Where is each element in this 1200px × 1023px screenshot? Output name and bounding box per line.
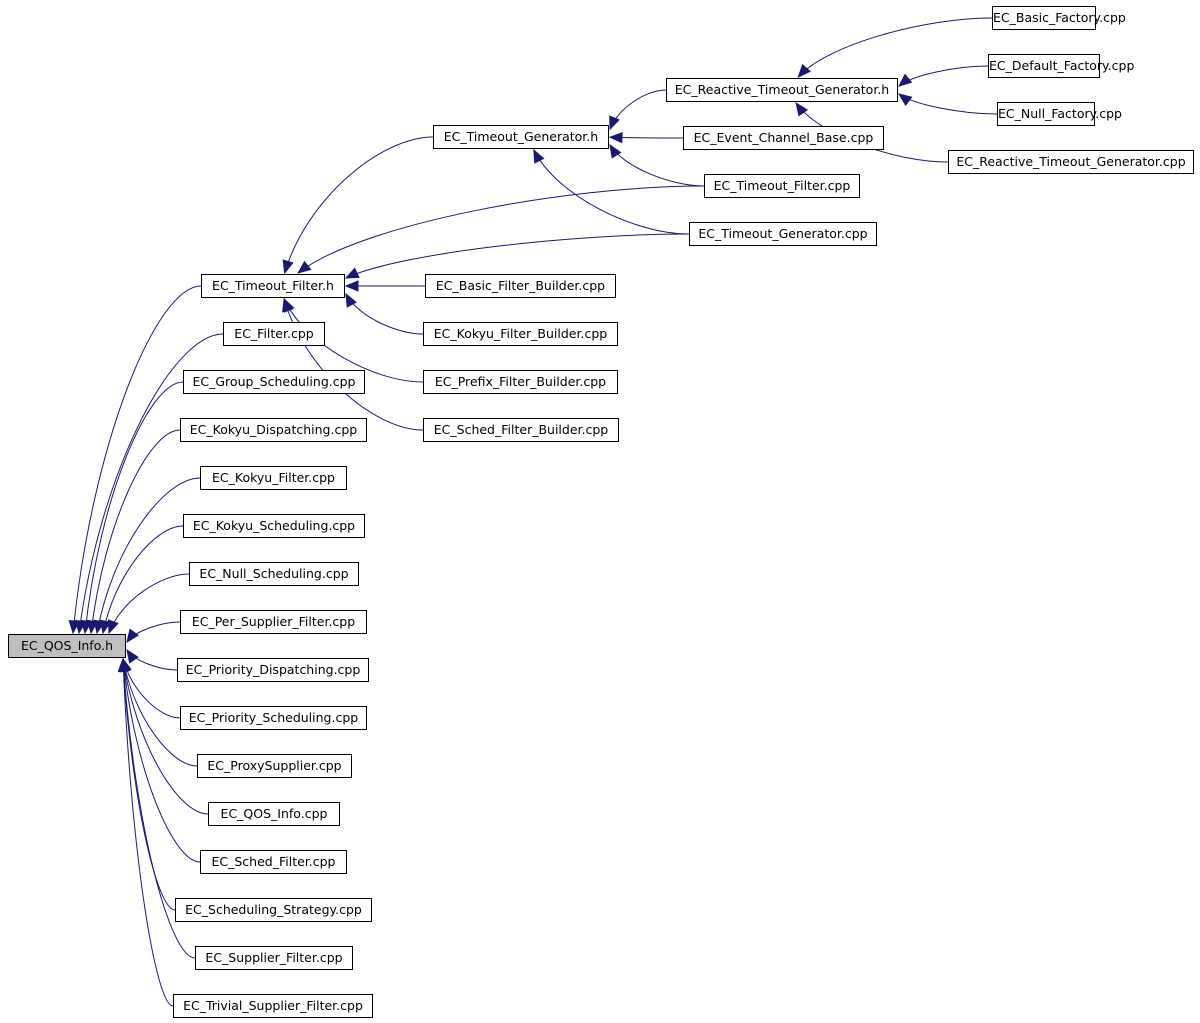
node-supp-filter[interactable]: EC_Supplier_Filter.cpp: [195, 946, 353, 970]
node-sched-strat[interactable]: EC_Scheduling_Strategy.cpp: [175, 898, 372, 922]
edge-kokyu_fb-to-tf_h: [345, 293, 424, 335]
node-prio-disp[interactable]: EC_Priority_Dispatching.cpp: [177, 658, 369, 682]
edge-trivial-to-qos_h: [122, 658, 174, 1007]
node-basic-fb[interactable]: EC_Basic_Filter_Builder.cpp: [425, 274, 616, 298]
arrowhead-icon: [897, 73, 913, 87]
arrowhead-icon: [99, 619, 112, 635]
edge-sched_filter-to-qos_h: [122, 658, 201, 863]
arrowhead-icon: [344, 267, 360, 279]
edge-kokyu_sched-to-qos_h: [102, 525, 184, 634]
node-sched-fb[interactable]: EC_Sched_Filter_Builder.cpp: [423, 418, 619, 442]
edge-tg_h-to-tf_h: [284, 136, 434, 274]
edge-group_sched-to-qos_h: [84, 381, 184, 634]
edge-kokyu_disp-to-qos_h: [90, 429, 181, 634]
edge-basic_fact-to-rtg_h: [797, 17, 993, 78]
node-rtg-h[interactable]: EC_Reactive_Timeout_Generator.h: [666, 78, 898, 102]
node-kokyu-fb[interactable]: EC_Kokyu_Filter_Builder.cpp: [423, 322, 618, 346]
edge-per_supp-to-qos_h: [126, 621, 181, 643]
node-per-supp[interactable]: EC_Per_Supplier_Filter.cpp: [180, 610, 367, 634]
arrowhead-icon: [609, 115, 620, 131]
node-group-sched[interactable]: EC_Group_Scheduling.cpp: [183, 370, 365, 394]
arrowhead-icon: [117, 657, 130, 672]
edge-tf_cpp-to-tg_h: [609, 144, 705, 187]
node-tg-h[interactable]: EC_Timeout_Generator.h: [433, 125, 609, 149]
node-prio-sched[interactable]: EC_Priority_Scheduling.cpp: [180, 706, 367, 730]
arrowhead-icon: [126, 628, 139, 644]
arrowhead-icon: [797, 63, 811, 78]
node-null-sched[interactable]: EC_Null_Scheduling.cpp: [189, 562, 359, 586]
node-kokyu-sched[interactable]: EC_Kokyu_Scheduling.cpp: [183, 514, 365, 538]
arrowhead-icon: [795, 101, 808, 117]
edge-tg_cpp-to-tf_h: [345, 233, 690, 279]
edge-prefix_fb-to-tf_h: [283, 298, 424, 383]
node-kokyu-filter[interactable]: EC_Kokyu_Filter.cpp: [200, 466, 347, 490]
edge-filter-to-qos_h: [78, 333, 224, 634]
node-sched-filter[interactable]: EC_Sched_Filter.cpp: [200, 850, 347, 874]
edge-prio_sched-to-qos_h: [122, 658, 181, 719]
node-null-fact[interactable]: EC_Null_Factory.cpp: [997, 102, 1122, 126]
node-tf-cpp[interactable]: EC_Timeout_Filter.cpp: [704, 174, 860, 198]
edge-proxy_supp-to-qos_h: [122, 658, 198, 767]
arrowhead-icon: [897, 93, 913, 107]
node-proxy-supp[interactable]: EC_ProxySupplier.cpp: [197, 754, 352, 778]
node-trivial[interactable]: EC_Trivial_Supplier_Filter.cpp: [173, 994, 373, 1018]
node-basic-fact[interactable]: EC_Basic_Factory.cpp: [992, 6, 1126, 30]
arrowhead-icon: [282, 259, 294, 275]
node-kokyu-disp[interactable]: EC_Kokyu_Dispatching.cpp: [180, 418, 367, 442]
edge-sched_fb-to-tf_h: [283, 298, 424, 431]
node-rtg-cpp[interactable]: EC_Reactive_Timeout_Generator.cpp: [948, 150, 1194, 174]
node-tf-h[interactable]: EC_Timeout_Filter.h: [201, 274, 345, 298]
node-ecb[interactable]: EC_Event_Channel_Base.cpp: [683, 126, 884, 150]
edge-default_fact-to-rtg_h: [898, 65, 989, 87]
node-prefix-fb[interactable]: EC_Prefix_Filter_Builder.cpp: [423, 370, 618, 394]
node-default-fact[interactable]: EC_Default_Factory.cpp: [988, 54, 1134, 78]
arrowhead-icon: [344, 280, 359, 292]
edge-tf_h-to-qos_h: [72, 285, 202, 634]
edge-null_fact-to-rtg_h: [898, 93, 998, 115]
edge-kokyu_filter-to-qos_h: [96, 477, 201, 634]
node-qos-h[interactable]: EC_QOS_Info.h: [8, 634, 126, 658]
arrowhead-icon: [345, 292, 357, 308]
arrowhead-icon: [107, 619, 119, 635]
arrowhead-icon: [533, 148, 545, 164]
arrowhead-icon: [282, 297, 294, 313]
edge-tf_cpp-to-tf_h: [297, 185, 705, 274]
arrowhead-icon: [297, 260, 312, 274]
edge-tg_cpp-to-tg_h: [533, 149, 690, 235]
arrowhead-icon: [609, 143, 622, 159]
node-filter[interactable]: EC_Filter.cpp: [223, 322, 325, 346]
edge-rtg_h-to-tg_h: [609, 89, 667, 130]
node-tg-cpp[interactable]: EC_Timeout_Generator.cpp: [689, 222, 877, 246]
arrowhead-icon: [608, 131, 623, 144]
edge-supp_filter-to-qos_h: [122, 658, 196, 959]
node-qos-cpp[interactable]: EC_QOS_Info.cpp: [208, 802, 340, 826]
arrowhead-icon: [126, 648, 139, 664]
edge-qos_cpp-to-qos_h: [122, 658, 209, 815]
